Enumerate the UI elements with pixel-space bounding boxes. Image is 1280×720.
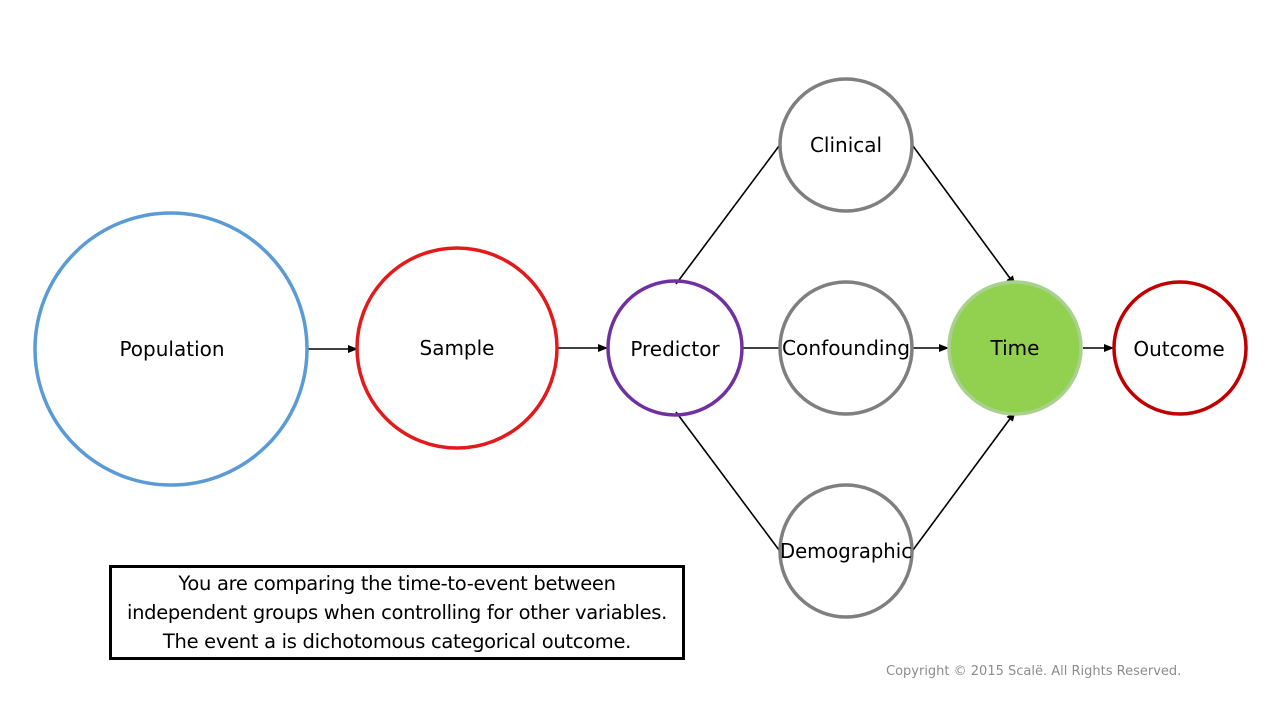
- node-clinical-label: Clinical: [810, 133, 882, 157]
- node-clinical: [778, 77, 914, 213]
- copyright-notice: Copyright © 2015 Scalë. All Rights Reser…: [886, 664, 1182, 679]
- node-demographic: [778, 483, 914, 619]
- caption-line-1: You are comparing the time-to-event betw…: [178, 572, 616, 595]
- node-confounding-label: Confounding: [782, 336, 910, 360]
- node-sample: [355, 246, 559, 450]
- node-time: [947, 280, 1083, 416]
- edge-clinical-time: [912, 145, 1016, 286]
- node-population-label: Population: [119, 337, 224, 361]
- node-predictor-label: Predictor: [630, 337, 720, 361]
- node-population: [33, 211, 309, 487]
- node-outcome-label: Outcome: [1133, 337, 1224, 361]
- caption-line-3: The event a is dichotomous categorical o…: [162, 630, 632, 653]
- edge-predictor-demographic: [675, 411, 780, 551]
- edge-predictor-clinical: [675, 145, 780, 285]
- node-sample-label: Sample: [420, 336, 495, 360]
- edge-demographic-time: [912, 411, 1016, 551]
- node-outcome: [1112, 280, 1248, 416]
- node-demographic-label: Demographic: [780, 539, 912, 563]
- caption-box: You are comparing the time-to-event betw…: [109, 565, 685, 660]
- node-predictor: [606, 279, 744, 417]
- caption-line-2: independent groups when controlling for …: [126, 601, 668, 624]
- node-confounding: [778, 280, 914, 416]
- node-time-label: Time: [990, 336, 1040, 360]
